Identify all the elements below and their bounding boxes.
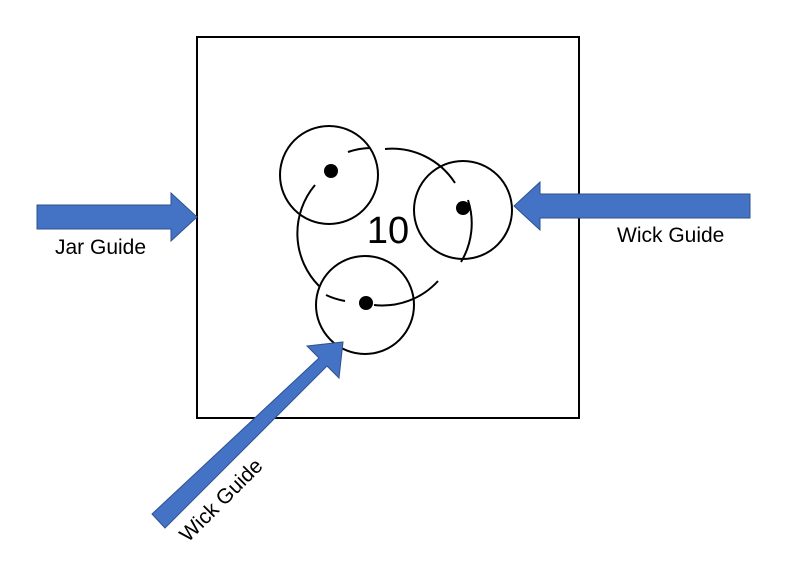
- jar-guide-label: Jar Guide: [55, 236, 146, 259]
- wick-dot-bottom: [359, 296, 373, 310]
- jar-guide-arrow: [36, 191, 198, 243]
- center-number: 10: [367, 210, 409, 252]
- wick-circle-right: [413, 160, 513, 260]
- wick-circle-top-left: [279, 125, 379, 225]
- wick-dot-top-left: [324, 164, 338, 178]
- wick-guide-right-arrow: [513, 180, 751, 232]
- wick-guide-right-label: Wick Guide: [617, 224, 724, 247]
- wick-guide-bottom-arrow: [151, 341, 344, 529]
- wick-dot-right: [456, 201, 470, 215]
- jar-square: [196, 36, 580, 419]
- wick-circle-bottom: [315, 255, 415, 355]
